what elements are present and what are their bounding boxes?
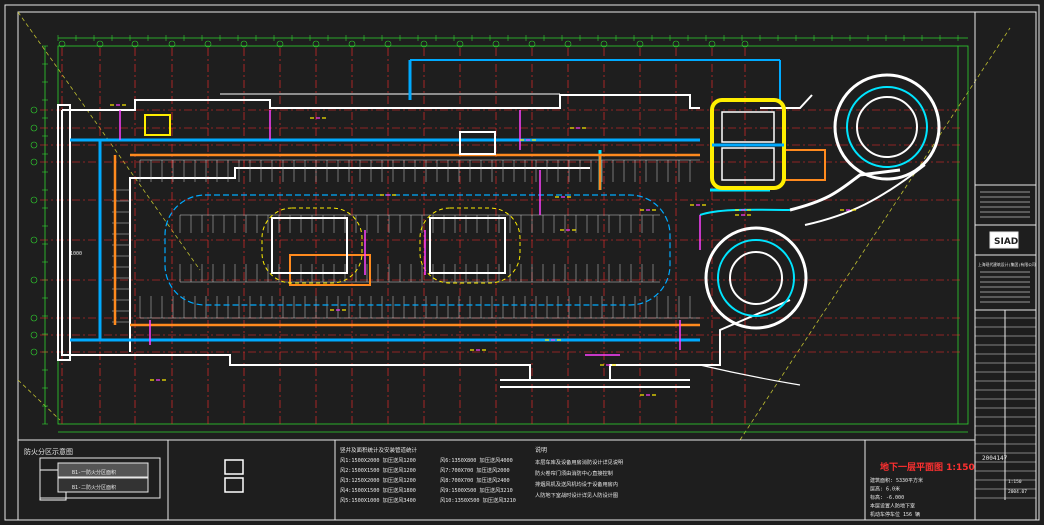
annotation-marks (119, 110, 701, 356)
grid-bubble (528, 40, 536, 48)
grid-bubble (204, 40, 212, 48)
grid-bubble (30, 314, 38, 322)
axis-grid (30, 40, 960, 425)
parking-stalls (112, 159, 700, 323)
grid-bubble (30, 158, 38, 166)
grid-bubble (600, 40, 608, 48)
pipe-runs (113, 149, 826, 327)
grid-bubble (30, 124, 38, 132)
grid-bubble (30, 348, 38, 356)
equipment-room-wall (721, 147, 775, 181)
grid-bubble (30, 196, 38, 204)
construction-line (17, 379, 61, 421)
grid-bubble (96, 40, 104, 48)
company-logo: SIAD (994, 237, 1018, 247)
grid-bubble (384, 40, 392, 48)
shaft-row: 风7:700X700 加压送风2000 (440, 466, 510, 474)
drawing-scale: 1:150 (1008, 479, 1022, 485)
drawing-frame (4, 4, 1040, 521)
statistic-row: 层高: 6.0米 (870, 486, 900, 493)
shaft-row: 风6:1350X800 加压送风4000 (440, 456, 513, 464)
grid-bubble (708, 40, 716, 48)
title-block-frame (974, 12, 1036, 520)
stair-cores (39, 114, 521, 501)
statistic-row: 机动车停车位 156 辆 (870, 511, 920, 518)
notes-heading: 说明 (535, 446, 547, 454)
note-row: 本层车库及设备用房消防设计详见说明 (535, 458, 623, 466)
building-walls (57, 93, 813, 388)
grid-bubble (30, 331, 38, 339)
grid-bubble (30, 276, 38, 284)
legend-row-2: B1-二防火分区面积 (72, 484, 116, 491)
note-row: 排烟风机及送风机均设于设备用房内 (535, 480, 618, 488)
grid-bubble (672, 40, 680, 48)
grid-bubble (564, 40, 572, 48)
notes-list: 本层车库及设备用房消防设计详见说明防火卷帘门须由消防中心直接控制排烟风机及送风机… (535, 458, 623, 499)
shaft-row: 风2:1500X1500 加压送风1200 (340, 466, 416, 474)
grid-bubble (30, 236, 38, 244)
inner-frame (17, 11, 1037, 521)
construction-line (739, 27, 1011, 441)
grid-bubble (636, 40, 644, 48)
shaft-table-col-b: 风6:1350X800 加压送风4000 风7:700X700 加压送风2000 风… (440, 456, 516, 504)
ramp-loops (699, 73, 941, 386)
grid-bubble (30, 106, 38, 114)
shaft-row: 风9:1500X500 加压送风3210 (440, 486, 513, 494)
shaft-row: 风10:1350X500 加压送风3210 (440, 496, 516, 504)
shaft-row: 风3:1250X2000 加压送风1200 (340, 476, 416, 484)
equipment-room-wall (721, 111, 775, 143)
ventilation-ducts (70, 59, 781, 342)
grid-bubble (30, 141, 38, 149)
grid-bubble (741, 40, 749, 48)
dimension-ticks (42, 35, 959, 425)
title-block-rows (975, 191, 1036, 499)
grid-bubble (131, 40, 139, 48)
grid-bubble (492, 40, 500, 48)
drawing-date: 2004.07 (1008, 489, 1027, 495)
company-name: 上海现代建筑设计(集团)有限公司 (978, 262, 1036, 267)
shaft-row: 风1:1500X2000 加压送风1200 (340, 456, 416, 464)
shaft-row: 风8:700X700 加压送风2400 (440, 476, 510, 484)
note-row: 防火卷帘门须由消防中心直接控制 (535, 469, 613, 477)
note-row: 人防地下室战时设计详见人防设计图 (535, 491, 618, 499)
statistic-row: 本层设置人防地下室 (870, 503, 915, 510)
grid-bubble (240, 40, 248, 48)
grid-bubble (420, 40, 428, 48)
grid-bubble (58, 40, 66, 48)
shaft-row: 风5:1500X1000 加压送风3400 (340, 496, 416, 504)
area-label: 1000 (70, 251, 82, 257)
grid-bubble (168, 40, 176, 48)
statistic-row: 建筑面积: 5330平方米 (870, 477, 923, 484)
drawing-number: 2004147 (982, 455, 1008, 462)
drawing-title: 地下一层平面图 1:150 (880, 461, 975, 473)
grid-bubble (348, 40, 356, 48)
dimension-lines (44, 37, 969, 433)
shaft-table-heading: 竖井及面积统计及安装管道统计 (340, 446, 418, 454)
grid-bubble (456, 40, 464, 48)
shaft-table-col-a: 风1:1500X2000 加压送风1200 风2:1500X1500 加压送风12… (340, 456, 416, 504)
legend-row-1: B1-一防火分区面积 (72, 469, 116, 476)
grid-bubble (276, 40, 284, 48)
legend-heading: 防火分区示意图 (24, 447, 73, 456)
plan-annotations (110, 104, 856, 396)
shaft-row: 风4:1500X1500 加压送风1800 (340, 486, 416, 494)
bottom-legend-frame (18, 439, 975, 520)
grid-bubble (312, 40, 320, 48)
statistic-row: 标高: -6.000 (870, 494, 904, 501)
